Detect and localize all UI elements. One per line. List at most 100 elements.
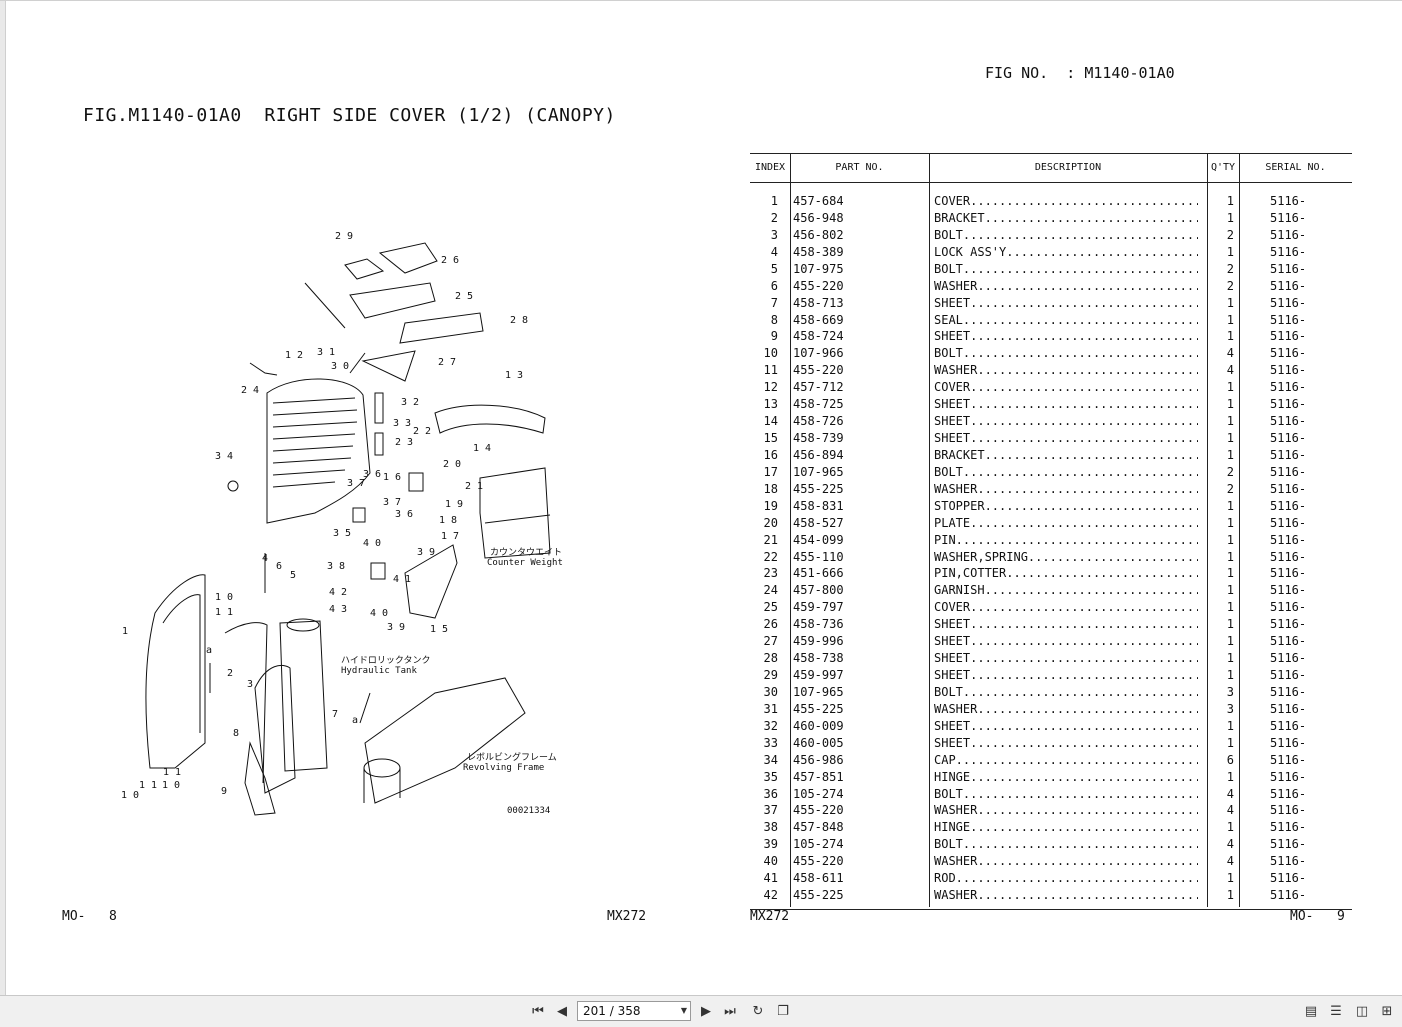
- svg-text:2 3: 2 3: [395, 437, 413, 448]
- cell-index: 34: [763, 752, 778, 767]
- svg-text:8: 8: [233, 728, 239, 739]
- copy-icon[interactable]: ❐: [777, 1004, 789, 1019]
- continuous-icon[interactable]: ☰: [1330, 1004, 1342, 1019]
- svg-text:2 2: 2 2: [413, 426, 431, 437]
- two-page-icon[interactable]: ◫: [1355, 1004, 1369, 1019]
- cell-serial: 5116-: [1270, 888, 1307, 903]
- cell-serial: 5116-: [1270, 651, 1307, 666]
- svg-text:6: 6: [276, 561, 282, 572]
- svg-text:3 6: 3 6: [395, 509, 413, 520]
- cell-part-no: 460-005: [793, 735, 844, 750]
- cell-serial: 5116-: [1270, 481, 1307, 496]
- cell-serial: 5116-: [1270, 244, 1307, 259]
- cell-description: WASHER..................................…: [934, 481, 1198, 496]
- hydraulic-tank-label-jp: ハイドロリックタンク: [341, 655, 430, 666]
- svg-text:2 9: 2 9: [335, 231, 353, 242]
- last-page-icon[interactable]: ⏭: [724, 1004, 736, 1019]
- cell-serial: 5116-: [1270, 668, 1307, 683]
- cell-index: 11: [763, 363, 778, 378]
- cell-index: 41: [763, 871, 778, 886]
- cell-index: 7: [770, 295, 778, 310]
- cell-index: 39: [763, 837, 778, 852]
- cell-description: WASHER..................................…: [934, 278, 1198, 293]
- cell-part-no: 458-726: [793, 414, 844, 429]
- parts-diagram: 2 9 2 6 2 5 2 8 3 1 3 0 2 7 1 2 2 4 1 3 …: [105, 223, 565, 823]
- cell-index: 38: [763, 820, 778, 835]
- cell-description: BOLT....................................…: [934, 786, 1198, 801]
- cell-index: 23: [763, 566, 778, 581]
- chevron-down-icon: ▼: [680, 1006, 687, 1015]
- svg-text:2: 2: [227, 668, 233, 679]
- figure-number: FIG NO. : M1140-01A0: [985, 64, 1175, 82]
- exploded-view-drawing: 2 9 2 6 2 5 2 8 3 1 3 0 2 7 1 2 2 4 1 3 …: [121, 231, 563, 816]
- cell-index: 13: [763, 397, 778, 412]
- cell-serial: 5116-: [1270, 837, 1307, 852]
- svg-text:3 6: 3 6: [363, 469, 381, 480]
- revolving-frame-label-en: Revolving Frame: [463, 763, 544, 773]
- cell-serial: 5116-: [1270, 820, 1307, 835]
- cell-serial: 5116-: [1270, 786, 1307, 801]
- cell-qty: 1: [1226, 194, 1234, 208]
- cell-serial: 5116-: [1270, 769, 1307, 784]
- svg-text:2 8: 2 8: [510, 315, 528, 326]
- cell-serial: 5116-: [1270, 803, 1307, 818]
- cell-description: SHEET...................................…: [934, 329, 1198, 344]
- cell-part-no: 455-110: [793, 549, 844, 564]
- first-page-icon[interactable]: ⏮: [532, 1004, 544, 1019]
- cell-serial: 5116-: [1270, 312, 1307, 327]
- cell-part-no: 458-736: [793, 617, 844, 632]
- cell-description: WASHER..................................…: [934, 888, 1198, 903]
- cell-part-no: 456-802: [793, 227, 844, 242]
- svg-text:2 6: 2 6: [441, 255, 459, 266]
- cell-qty: 1: [1226, 549, 1234, 564]
- cell-description: BOLT....................................…: [934, 464, 1198, 479]
- cell-qty: 1: [1226, 718, 1234, 733]
- next-page-icon[interactable]: ▶: [701, 1004, 711, 1019]
- svg-text:3 7: 3 7: [347, 478, 365, 489]
- page-selector[interactable]: 201 / 358 ▼: [577, 1001, 691, 1021]
- svg-text:3 3: 3 3: [393, 418, 411, 429]
- hydraulic-tank: [279, 620, 328, 772]
- svg-text:4: 4: [262, 553, 268, 564]
- cell-index: 3: [770, 227, 778, 242]
- svg-text:3 9: 3 9: [417, 547, 435, 558]
- cell-index: 21: [763, 532, 778, 547]
- cell-serial: 5116-: [1270, 227, 1307, 242]
- cell-part-no: 458-611: [793, 871, 844, 886]
- cell-serial: 5116-: [1270, 634, 1307, 649]
- parts-table: INDEX PART NO. DESCRIPTION Q'TY SERIAL N…: [750, 153, 1352, 910]
- cell-qty: 1: [1226, 634, 1234, 649]
- cell-index: 40: [763, 854, 778, 869]
- prev-page-icon[interactable]: ◀: [557, 1004, 567, 1019]
- cell-description: COVER...................................…: [934, 194, 1198, 208]
- cell-part-no: 107-965: [793, 684, 844, 699]
- cell-serial: 5116-: [1270, 278, 1307, 293]
- rotate-icon[interactable]: ↻: [752, 1004, 764, 1019]
- cap-34: [227, 480, 239, 492]
- cell-serial: 5116-: [1270, 752, 1307, 767]
- svg-text:7: 7: [332, 709, 338, 720]
- cell-part-no: 458-713: [793, 295, 844, 310]
- svg-text:1 1: 1 1: [215, 607, 233, 618]
- cell-part-no: 107-966: [793, 346, 844, 361]
- svg-text:9: 9: [221, 786, 227, 797]
- cell-qty: 1: [1226, 244, 1234, 259]
- svg-text:2 5: 2 5: [455, 291, 473, 302]
- single-page-icon[interactable]: ▤: [1304, 1004, 1318, 1019]
- two-page-continuous-icon[interactable]: ⊞: [1381, 1004, 1393, 1019]
- bracket-16: [408, 472, 424, 492]
- cell-description: GARNISH.................................…: [934, 583, 1198, 598]
- hydraulic-tank-label-en: Hydraulic Tank: [341, 666, 417, 676]
